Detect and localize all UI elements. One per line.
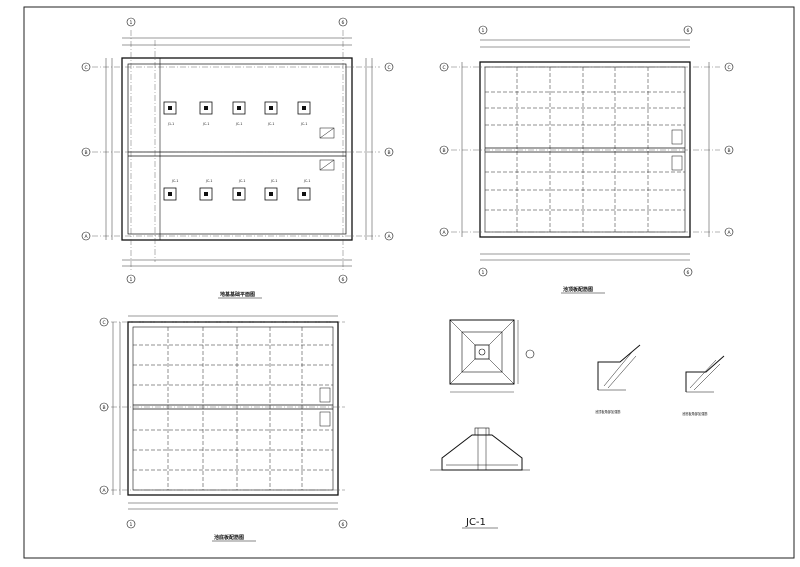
tag-t5: JC-1 [300,122,307,126]
tag-b3: JC-1 [238,179,245,183]
foundation-plan: J1-1 JC-1 JC-1 JC-1 JC-1 JC-1 JC-1 JC-1 … [81,17,394,299]
caption-section-2: 池底板角部加强筋 [682,411,708,416]
ts-bub-rB2: B [728,148,731,154]
tag-t1: J1-1 [167,122,174,126]
caption-foundation-plan: 地基基础平面图 [220,291,255,298]
ts-bub-rC: C [443,65,446,71]
fp-bub-rC: C [85,65,88,71]
caption-section-1: 池顶板角部加强筋 [595,409,621,414]
caption-bottom-slab: 池底板配筋图 [214,534,244,541]
tag-t4: JC-1 [267,122,274,126]
caption-top-slab: 池顶板配筋图 [563,286,593,293]
tag-b2: JC-1 [205,179,212,183]
ts-bub-c6b: 6 [687,270,690,276]
tag-b1: JC-1 [171,179,178,183]
bottom-slab-plan: C B A 1 6 池底板配筋图 [99,315,348,542]
fp-bub-c6: 6 [342,20,345,26]
fp-bub-c1: 1 [130,20,133,26]
fp-bub-rA: A [85,234,89,240]
tag-t3: JC-1 [235,122,242,126]
bs-bub-rB: B [103,405,106,411]
ts-bub-c6: 6 [687,28,690,34]
bs-bub-c6: 6 [342,522,345,528]
fp-bub-rB2: B [388,150,391,156]
bs-bub-c1: 1 [130,522,133,528]
footing-row-top [163,101,311,115]
fp-bub-c6b: 6 [342,277,345,283]
section-detail-2: 池底板角部加强筋 [682,355,725,416]
tag-b5: JC-1 [303,179,310,183]
bs-axis-bubbles: C B A 1 6 [99,317,348,529]
top-slab-plan: 1 6 1 6 C B A C B A 池顶板配筋图 [439,25,734,294]
fp-bub-rC2: C [388,65,391,71]
ts-bub-rA: A [443,230,447,236]
footing-row-bottom [163,187,311,201]
fp-axis-bubbles: 1 6 1 6 C B A C B A [81,17,394,284]
caption-jc1: JC-1 [465,517,486,528]
bs-bub-rC: C [103,320,106,326]
ts-bub-rB: B [443,148,446,154]
ts-axis-bubbles: 1 6 1 6 C B A C B A [439,25,734,277]
fp-bub-rB: B [85,150,88,156]
ts-bub-c1b: 1 [482,270,485,276]
tag-t2: JC-1 [202,122,209,126]
ts-bub-rC2: C [728,65,731,71]
footing-detail: JC-1 [430,319,535,529]
bs-bub-rA: A [103,488,107,494]
section-detail-1: 池顶板角部加强筋 [595,344,641,414]
fp-bub-c1b: 1 [130,277,133,283]
tag-b4: JC-1 [270,179,277,183]
sheet-border [23,6,795,559]
fp-bub-rA2: A [388,234,392,240]
ts-bub-c1: 1 [482,28,485,34]
ts-bub-rA2: A [728,230,732,236]
